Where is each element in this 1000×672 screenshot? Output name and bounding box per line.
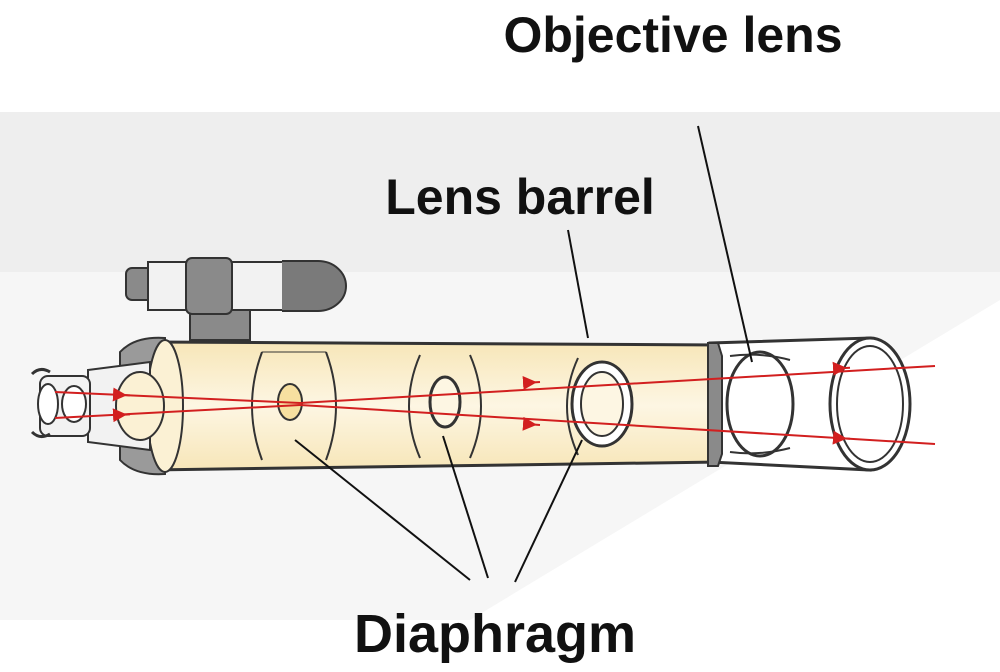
diaphragm-label: Diaphragm — [354, 604, 636, 664]
diaphragm-leader-2 — [442, 435, 489, 579]
lens-barrel-leader — [567, 229, 589, 339]
diaphragm-leader-3 — [514, 439, 583, 583]
finder-scope — [125, 257, 347, 341]
light-rays — [54, 361, 936, 445]
leader-lines — [294, 125, 753, 583]
diaphragm-leader-1 — [294, 439, 471, 581]
objective-lens-leader — [697, 125, 753, 363]
objective-tube — [707, 336, 912, 472]
objective-lens-label: Objective lens — [503, 7, 842, 63]
lens-barrel-label: Lens barrel — [385, 169, 655, 225]
eyepiece — [30, 360, 165, 452]
